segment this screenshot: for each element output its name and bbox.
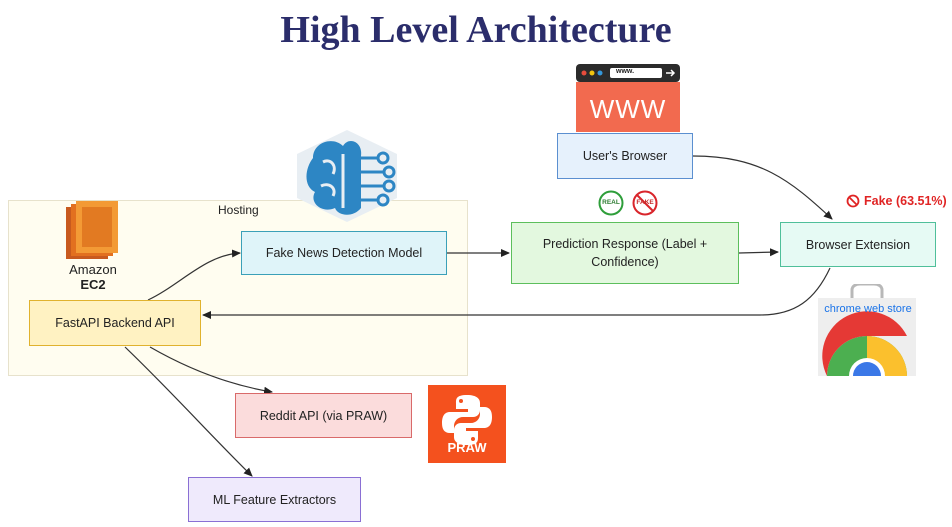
praw-python-icon <box>428 385 506 463</box>
ml-feature-extractors-node[interactable]: ML Feature Extractors <box>188 477 361 522</box>
arrow-fastapi-to-reddit <box>149 346 273 395</box>
arrow-extension-to-fastapi <box>202 267 831 319</box>
arrow-fastapi-to-ml <box>124 346 253 477</box>
page-title: High Level Architecture <box>280 9 672 51</box>
browser-extension-node[interactable]: Browser Extension <box>780 222 936 267</box>
arrow-browser-to-extension <box>692 155 833 220</box>
praw-label: PRAW <box>447 440 487 455</box>
prediction-response-node[interactable]: Prediction Response (Label + Confidence) <box>511 222 739 284</box>
fake-result-text: Fake (63.51%) <box>864 194 947 208</box>
brain-network-icon <box>297 130 397 222</box>
reddit-api-node[interactable]: Reddit API (via PRAW) <box>235 393 412 438</box>
aws-ec2-icon <box>66 201 118 259</box>
arrow-fastapi-to-model <box>147 249 241 301</box>
arrow-prediction-to-extension <box>738 248 779 257</box>
hosting-label: Hosting <box>218 203 259 217</box>
amazon-label: Amazon <box>69 262 117 277</box>
fake-news-detection-model-node[interactable]: Fake News Detection Model <box>241 231 447 275</box>
fake-badge-text: FAKE <box>636 199 654 206</box>
www-banner-text: WWW <box>589 94 667 124</box>
real-badge-text: REAL <box>602 199 620 206</box>
chrome-web-store-icon <box>818 284 916 376</box>
block-icon <box>846 194 860 208</box>
ec2-label: EC2 <box>80 277 106 292</box>
chrome-web-store-text: chrome web store <box>824 303 912 315</box>
www-url-text: www. <box>616 68 635 75</box>
real-fake-badges <box>598 190 658 216</box>
users-browser-node[interactable]: User's Browser <box>557 133 693 179</box>
www-browser-icon <box>576 64 680 132</box>
fastapi-backend-node[interactable]: FastAPI Backend API <box>29 300 201 346</box>
